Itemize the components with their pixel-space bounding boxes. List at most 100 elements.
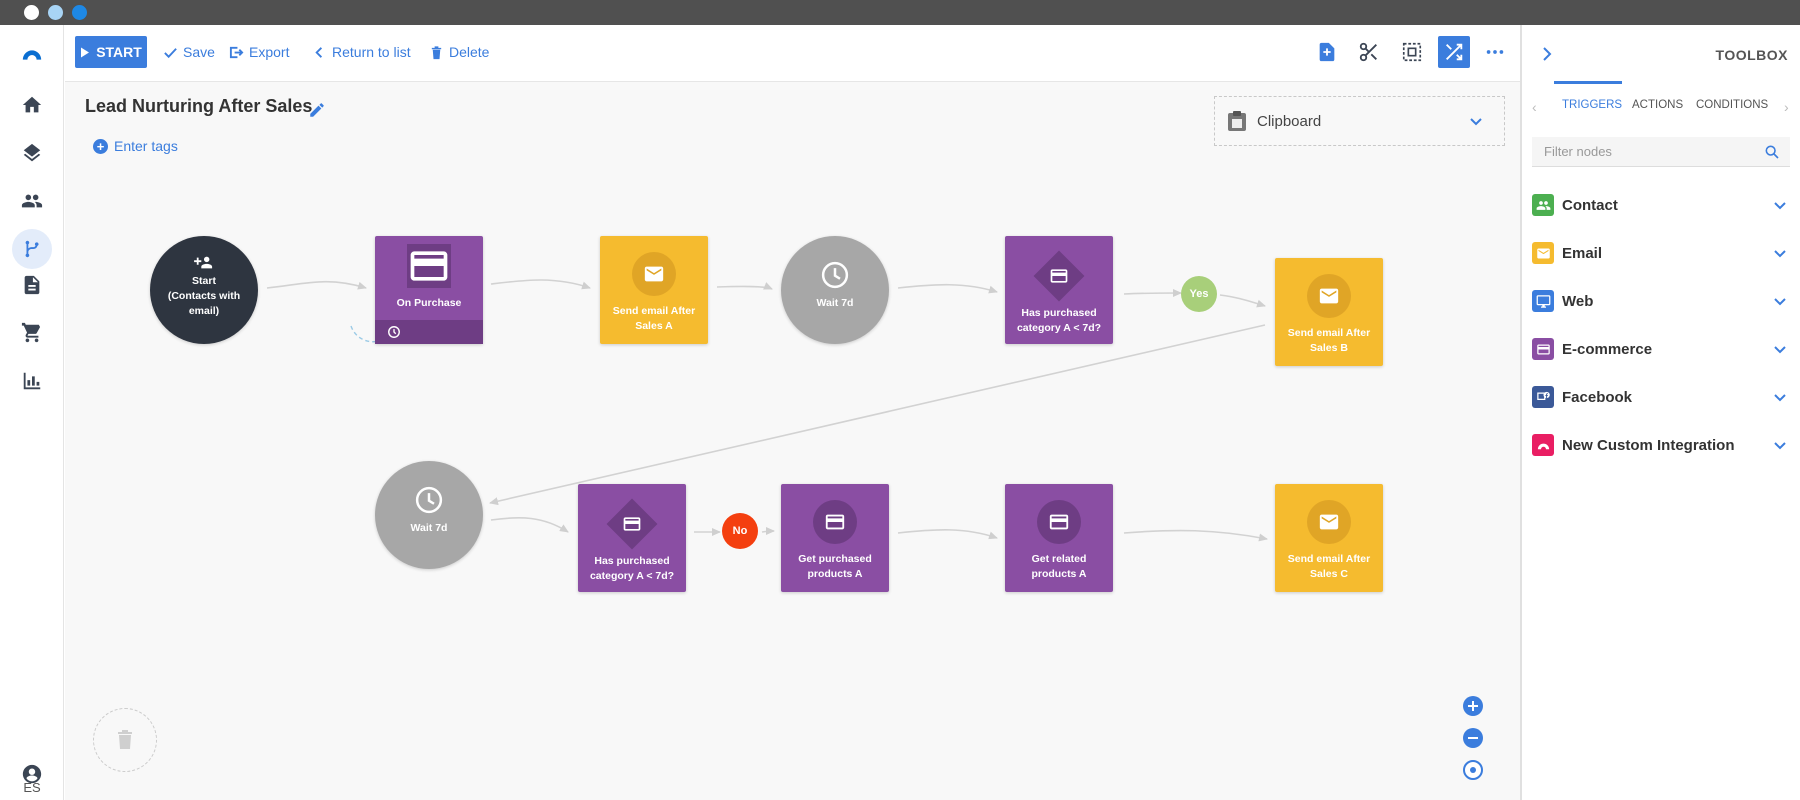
category-label: Web — [1562, 292, 1594, 310]
layers-icon[interactable] — [18, 139, 46, 167]
chevron-down-icon — [1774, 202, 1786, 210]
edge-getrelated-to-sendc — [1123, 529, 1268, 542]
clock-icon — [821, 261, 849, 289]
recenter-icon[interactable] — [1463, 760, 1483, 780]
integration-icon — [1532, 434, 1554, 456]
scissors-icon[interactable] — [1353, 36, 1385, 68]
card-icon — [623, 517, 641, 531]
node-send-email-b[interactable]: Send email After Sales B — [1275, 258, 1383, 366]
add-tag-icon: + — [93, 138, 108, 154]
contacts-icon[interactable] — [18, 187, 46, 215]
tab-triggers[interactable]: TRIGGERS — [1562, 99, 1623, 111]
search-icon — [1765, 145, 1779, 159]
node-wait-1[interactable]: Wait 7d — [781, 236, 889, 344]
enter-tags-label: Enter tags — [114, 138, 178, 154]
window-maximize-dot[interactable] — [72, 5, 87, 20]
home-icon[interactable] — [18, 91, 46, 119]
tabs-scroll-left-icon[interactable]: ‹ — [1532, 99, 1537, 115]
edge-senda-to-wait1 — [716, 282, 773, 290]
save-button-label: Save — [183, 44, 215, 60]
collapse-toolbox-icon[interactable] — [1538, 45, 1556, 63]
delete-button-label: Delete — [449, 44, 490, 60]
category-new-custom-integration[interactable]: New Custom Integration — [1532, 430, 1792, 460]
start-button[interactable]: START — [75, 36, 147, 68]
flow-canvas[interactable]: Lead Nurturing After Sales + Enter tags … — [65, 82, 1520, 800]
add-node-icon[interactable] — [1311, 36, 1343, 68]
trash-icon — [431, 45, 442, 59]
node-get-purchased-products[interactable]: Get purchased products A — [781, 484, 889, 592]
edit-title-icon[interactable] — [308, 101, 326, 119]
card-icon — [1532, 338, 1554, 360]
flow-connections — [266, 279, 1268, 542]
node-condition-2-label: Has purchased category A < 7d? — [589, 555, 675, 582]
email-icon — [632, 252, 676, 296]
language-label[interactable]: ES — [23, 780, 41, 795]
node-send-email-c[interactable]: Send email After Sales C — [1275, 484, 1383, 592]
left-nav: ES — [0, 25, 64, 800]
toolbox-panel: TOOLBOX ‹ TRIGGERS ACTIONS CONDITIONS › … — [1520, 25, 1800, 800]
card-icon — [407, 244, 451, 288]
save-button[interactable]: Save — [163, 42, 215, 62]
node-send-email-a[interactable]: Send email After Sales A — [600, 236, 708, 344]
category-facebook[interactable]: Facebook — [1532, 382, 1792, 412]
cart-icon[interactable] — [18, 319, 46, 347]
node-on-purchase[interactable]: On Purchase — [375, 236, 483, 344]
logo-icon[interactable] — [18, 41, 46, 69]
edge-onpurchase-to-senda — [490, 279, 591, 290]
export-button[interactable]: Export — [229, 42, 289, 62]
document-icon[interactable] — [18, 271, 46, 299]
delete-button[interactable]: Delete — [429, 42, 489, 62]
tab-conditions[interactable]: CONDITIONS — [1696, 99, 1769, 111]
no-badge[interactable]: No — [722, 513, 758, 549]
card-icon — [1037, 500, 1081, 544]
return-to-list-button[interactable]: Return to list — [312, 42, 411, 62]
automation-icon[interactable] — [12, 229, 52, 269]
chevron-down-icon — [1774, 442, 1786, 450]
more-icon[interactable] — [1479, 36, 1511, 68]
filter-nodes-input[interactable] — [1532, 137, 1790, 167]
chevron-down-icon[interactable] — [1468, 113, 1484, 129]
window-titlebar — [0, 0, 1800, 25]
node-condition-1[interactable]: Has purchased category A < 7d? — [1005, 236, 1113, 344]
reports-icon[interactable] — [18, 367, 46, 395]
user-avatar-icon[interactable] — [18, 760, 46, 788]
node-condition-2[interactable]: Has purchased category A < 7d? — [578, 484, 686, 592]
node-wait-1-label: Wait 7d — [816, 297, 854, 309]
category-ecommerce[interactable]: E-commerce — [1532, 334, 1792, 364]
category-web[interactable]: Web — [1532, 286, 1792, 316]
window-minimize-dot[interactable] — [48, 5, 63, 20]
trash-dropzone[interactable] — [93, 708, 157, 772]
window-close-dot[interactable] — [24, 5, 39, 20]
zoom-in-icon[interactable] — [1463, 696, 1483, 716]
category-email[interactable]: Email — [1532, 238, 1792, 268]
edge-cond1-to-yes — [1123, 289, 1182, 298]
clipboard-panel[interactable]: Clipboard — [1214, 96, 1505, 146]
node-get-related-label: Get related products A — [1031, 553, 1087, 580]
play-icon — [81, 47, 90, 57]
tab-actions[interactable]: ACTIONS — [1632, 99, 1684, 111]
contacts-icon — [1532, 194, 1554, 216]
category-label: Email — [1562, 244, 1603, 262]
card-icon — [813, 500, 857, 544]
chevron-down-icon — [1774, 250, 1786, 258]
node-wait-2[interactable]: Wait 7d — [375, 461, 483, 569]
category-label: E-commerce — [1562, 340, 1653, 358]
node-send-email-c-label: Send email After Sales C — [1287, 553, 1371, 580]
clock-icon — [415, 486, 443, 514]
email-icon — [1307, 274, 1351, 318]
select-area-icon[interactable] — [1396, 36, 1428, 68]
yes-badge[interactable]: Yes — [1181, 276, 1217, 312]
tabs-scroll-right-icon[interactable]: › — [1784, 99, 1789, 115]
condition-diamond — [606, 498, 658, 550]
node-send-email-a-label: Send email After Sales A — [612, 305, 696, 332]
export-icon — [229, 46, 244, 58]
category-contact[interactable]: Contact — [1532, 190, 1792, 220]
top-toolbar: START Save Export Return to list Delete — [65, 25, 1520, 82]
edge-sendb-to-wait2 — [489, 324, 1266, 506]
node-start[interactable]: Start (Contacts with email) — [150, 236, 258, 344]
enter-tags-button[interactable]: + Enter tags — [93, 138, 178, 154]
auto-arrange-icon[interactable] — [1438, 36, 1470, 68]
node-get-related-products[interactable]: Get related products A — [1005, 484, 1113, 592]
clipboard-label: Clipboard — [1257, 112, 1322, 130]
zoom-out-icon[interactable] — [1463, 728, 1483, 748]
